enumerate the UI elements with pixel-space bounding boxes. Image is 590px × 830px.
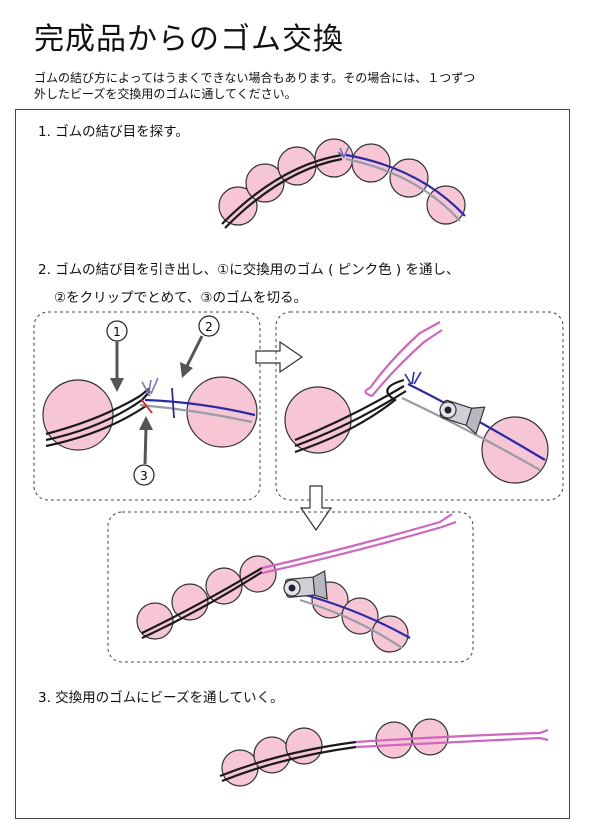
step-2-line-2: ②をクリップでとめて、③のゴムを切る。: [54, 290, 308, 306]
callout-2-label: 2: [205, 320, 213, 334]
bead: [426, 185, 466, 225]
panel-c-illustration: [136, 513, 457, 653]
panel-b-frame: [275, 311, 564, 501]
panel-a-illustration: 1 2 3: [42, 315, 258, 486]
callout-2-circle: [198, 315, 220, 337]
panel-a-frame: [33, 311, 261, 501]
step-1-text: 1. ゴムの結び目を探す。: [38, 124, 189, 140]
step-2-line-1: 2. ゴムの結び目を引き出し、①に交換用のゴム ( ピンク色 ) を通し、: [38, 262, 460, 278]
bead: [245, 163, 285, 203]
bead: [351, 143, 391, 183]
step-2-text: 2. ゴムの結び目を引き出し、①に交換用のゴム ( ピンク色 ) を通し、 ②を…: [38, 258, 459, 306]
arrow-right-icon: [255, 340, 304, 374]
arrow-down-icon: [299, 485, 333, 532]
intro-line-1: ゴムの結び方によってはうまくできない場合もあります。その場合には、１つずつ: [34, 71, 476, 85]
step-3-text: 3. 交換用のゴムにビーズを通していく。: [38, 690, 284, 706]
bead: [277, 146, 317, 186]
intro-line-2: 外したビーズを交換用のゴムに通してください。: [34, 87, 297, 101]
bead: [186, 376, 258, 448]
bead: [314, 138, 354, 178]
bead: [481, 416, 549, 484]
bead: [205, 567, 243, 605]
intro-text: ゴムの結び方によってはうまくできない場合もあります。その場合には、１つずつ 外し…: [34, 70, 574, 102]
bead: [218, 186, 258, 226]
bead: [389, 158, 429, 198]
page-title: 完成品からのゴム交換: [34, 22, 344, 57]
bead: [371, 615, 409, 653]
panel-b-illustration: [284, 321, 549, 484]
callout-3-circle: [133, 464, 155, 486]
callout-3-label: 3: [140, 469, 148, 483]
instructions-frame: [15, 109, 570, 819]
step-3-illustration: [219, 718, 549, 787]
step-1-illustration: [218, 138, 466, 229]
panel-c-frame: [107, 511, 474, 663]
bead: [171, 583, 209, 621]
callout-1-label: 1: [113, 325, 121, 339]
